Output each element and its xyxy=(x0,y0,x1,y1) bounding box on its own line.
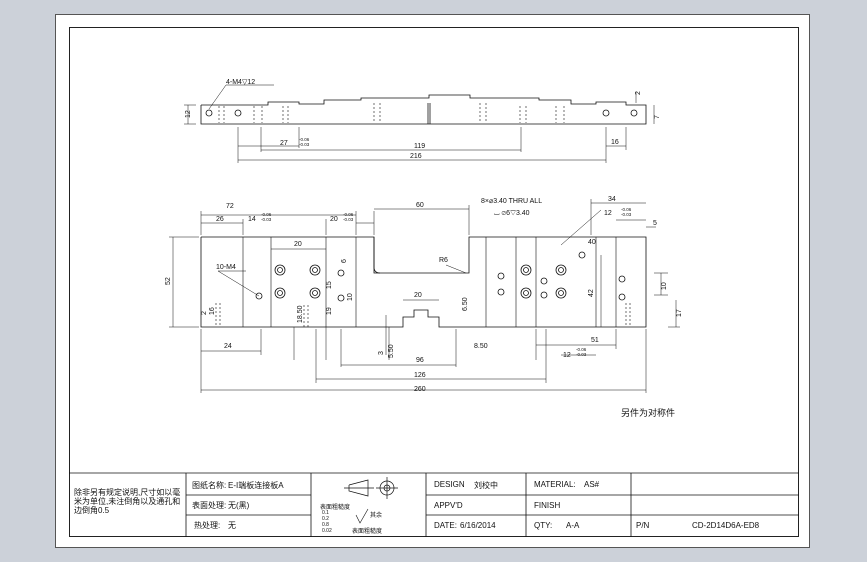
dim-126: 126 xyxy=(414,372,426,379)
roughness-value-4: 0.02 xyxy=(322,528,332,534)
front-view-section-lines xyxy=(242,237,617,327)
dim-27-tol-lower: -0.03 xyxy=(299,142,310,147)
surface-treatment-value: 无(黑) xyxy=(228,501,250,510)
dim-10-right: 10 xyxy=(661,282,668,290)
dim-27: 27 xyxy=(280,140,288,147)
pn-label: P/N xyxy=(636,521,650,530)
dim-8-50: 8.50 xyxy=(474,343,488,350)
dim-40: 40 xyxy=(588,239,596,246)
dim-20-slot: 20 xyxy=(414,292,422,299)
dim-24: 24 xyxy=(224,343,232,350)
top-view-hidden-lines xyxy=(218,103,565,123)
heat-treatment-value: 无 xyxy=(228,521,236,530)
pn-value: CD-2D14D6A-ED8 xyxy=(692,521,760,530)
dim-5-50: 5.50 xyxy=(388,344,395,358)
hole-callout-top: 4-M4▽12 xyxy=(226,79,255,86)
dim-26: 26 xyxy=(216,216,224,223)
dim-14: 14 xyxy=(248,216,256,223)
roughness-value-3: 0.8 xyxy=(322,522,329,528)
dim-17: 17 xyxy=(676,309,683,317)
technical-drawing: 4-M4▽12 12 2 7 27 -0.06 -0.03 119 216 16… xyxy=(69,79,799,537)
front-view-holes xyxy=(255,251,626,302)
tol-upper-b: -0.06 xyxy=(343,212,354,217)
thru-callout: 8×⌀3.40 THRU ALL xyxy=(481,198,542,205)
tol-lower-a: -0.03 xyxy=(261,217,272,222)
finish-label: FINISH xyxy=(534,501,561,510)
dim-16-left: 16 xyxy=(209,307,216,315)
dim-r6: R6 xyxy=(439,257,448,264)
tap-callout: 10-M4 xyxy=(216,264,236,271)
dim-19: 19 xyxy=(326,307,333,315)
tol-lower-c: -0.03 xyxy=(621,212,632,217)
dim-6-50: 6.50 xyxy=(462,297,469,311)
dimension-labels: 4-M4▽12 12 2 7 27 -0.06 -0.03 119 216 16… xyxy=(165,79,683,393)
dim-42: 42 xyxy=(588,289,595,297)
dim-20-top: 20 xyxy=(330,216,338,223)
material-label: MATERIAL: xyxy=(534,480,576,489)
front-view-dimension-lines xyxy=(169,199,680,393)
front-view-hidden-lines xyxy=(215,303,631,327)
date-label: DATE: xyxy=(434,521,457,530)
cbore-callout: ⌴ ⌀6▽3.40 xyxy=(494,210,530,217)
dim-52: 52 xyxy=(165,277,172,285)
drawing-name-value: E-I端板连接板A xyxy=(228,481,284,490)
dim-3: 3 xyxy=(378,351,385,355)
drawing-name-label: 图纸名称: xyxy=(192,481,227,490)
top-view-outline xyxy=(200,94,647,125)
dim-72: 72 xyxy=(226,203,234,210)
dim-10: 10 xyxy=(347,293,354,301)
front-view-outline xyxy=(200,236,647,328)
dim-27-tol-upper: -0.06 xyxy=(299,137,310,142)
qty-label: QTY: xyxy=(534,521,553,530)
dim-top-2: 2 xyxy=(635,91,642,95)
roughness-value-1: 0.1 xyxy=(322,510,329,516)
surface-treatment-label: 表面处理: xyxy=(192,501,227,510)
date-value: 6/16/2014 xyxy=(460,521,496,530)
dim-top-height: 12 xyxy=(185,110,192,118)
tol-lower-b: -0.03 xyxy=(343,217,354,222)
qty-value: A-A xyxy=(566,521,580,530)
dim-20-inner: 20 xyxy=(294,241,302,248)
dim-260: 260 xyxy=(414,386,426,393)
dim-16-top: 16 xyxy=(611,139,619,146)
tol-upper-d: -0.06 xyxy=(576,347,587,352)
design-label: DESIGN xyxy=(434,480,465,489)
symmetric-part-note: 另件为对称件 xyxy=(621,407,675,418)
dim-6: 6 xyxy=(341,259,348,263)
title-block-lines xyxy=(69,472,799,537)
dim-119: 119 xyxy=(414,143,425,150)
apprvd-label: APPV'D xyxy=(434,501,463,510)
projection-symbol xyxy=(344,477,398,499)
general-note: 除非另有规定说明,尺寸如以毫米为单位,未注倒角以及通孔和边倒角0.5 xyxy=(74,488,181,515)
dim-top-7: 7 xyxy=(654,115,661,119)
dim-12-top: 12 xyxy=(604,210,612,217)
dim-60: 60 xyxy=(416,202,424,209)
dim-2: 2 xyxy=(201,311,208,315)
roughness-label: 表面粗糙度 xyxy=(320,505,351,511)
dim-18-50: 18.50 xyxy=(297,305,304,323)
top-view-dimension-lines xyxy=(184,84,655,163)
roughness-value-2: 0.2 xyxy=(322,516,329,522)
tol-lower-d: -0.03 xyxy=(576,352,587,357)
dim-96: 96 xyxy=(416,357,424,364)
tol-upper-a: -0.06 xyxy=(261,212,272,217)
dim-5: 5 xyxy=(653,220,657,227)
dim-216: 216 xyxy=(410,153,422,160)
other-roughness: 其余 xyxy=(370,513,383,519)
top-view-holes xyxy=(205,109,638,117)
dim-51: 51 xyxy=(591,337,599,344)
dim-34: 34 xyxy=(608,196,616,203)
drawing-sheet: 4-M4▽12 12 2 7 27 -0.06 -0.03 119 216 16… xyxy=(55,14,810,548)
tol-upper-c: -0.06 xyxy=(621,207,632,212)
heat-treatment-label: 热处理: xyxy=(194,521,221,530)
roughness-symbol xyxy=(355,508,369,524)
material-value: AS# xyxy=(584,480,600,489)
roughness-label-2: 表面粗糙度 xyxy=(352,529,383,535)
dim-15: 15 xyxy=(326,281,333,289)
dim-12-bottom: 12 xyxy=(563,352,571,359)
design-value: 刘校中 xyxy=(474,481,498,490)
drawing-frame xyxy=(69,27,799,537)
